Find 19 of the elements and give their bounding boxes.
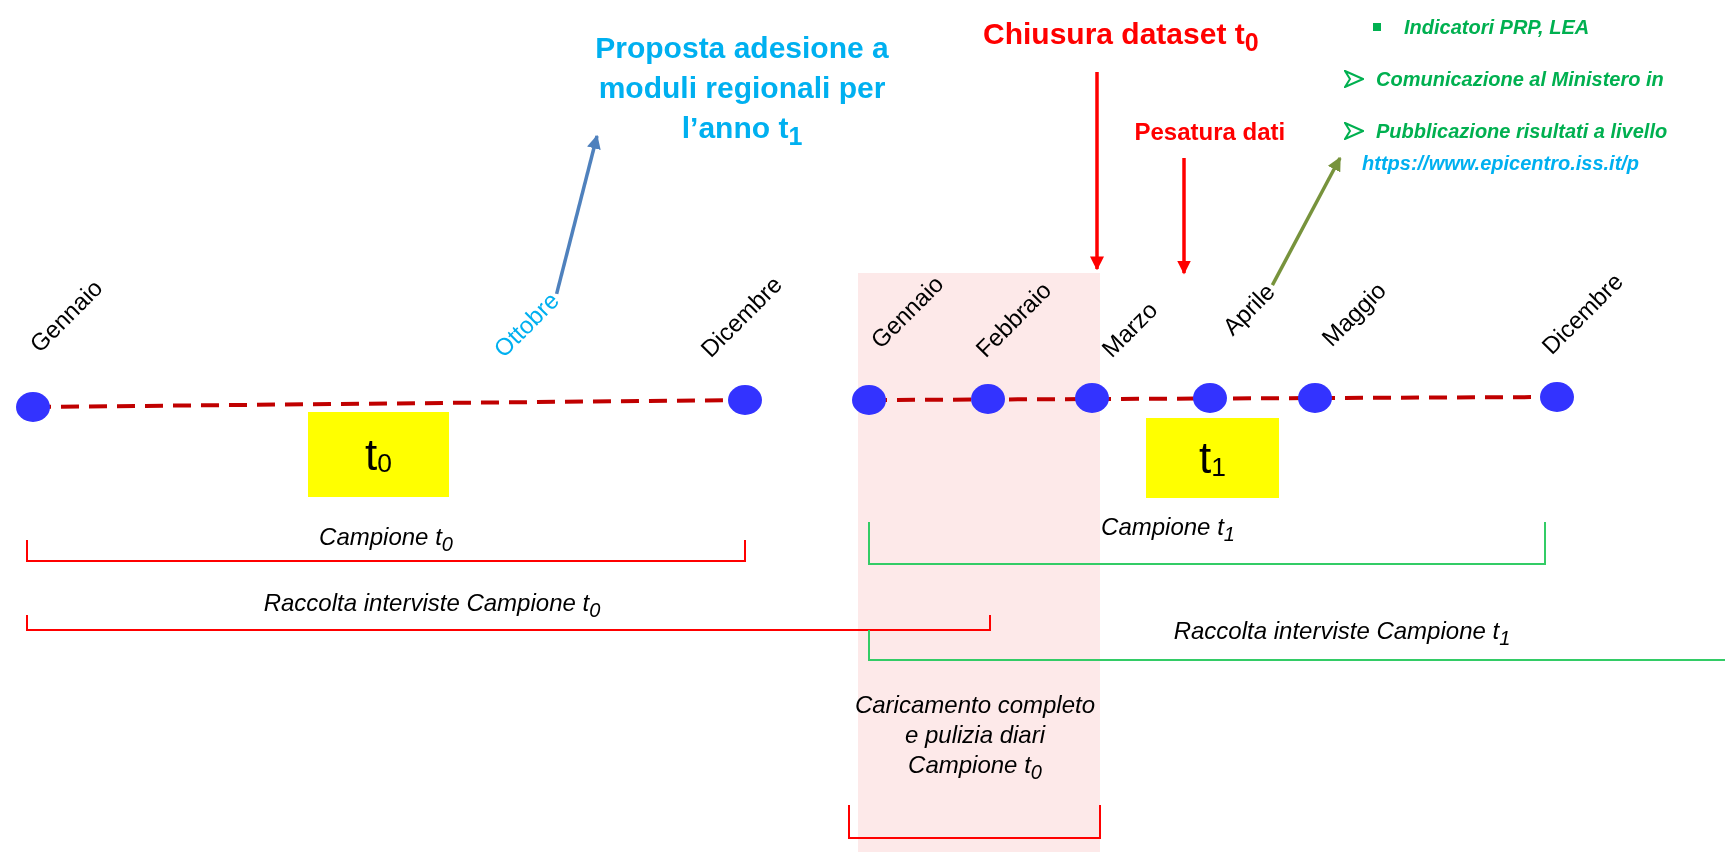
- bullet-text: Comunicazione al Ministero in: [1376, 67, 1664, 91]
- note-text: Caricamento completo e pulizia diari Campione t$_{0}$: [853, 690, 1097, 785]
- bullet-text: Pubblicazione risultati a livello: [1376, 119, 1668, 143]
- annotation-text: Pesatura dati: [1134, 116, 1286, 148]
- period-box: t$_{0}$: [308, 412, 449, 497]
- period-label: Campione t$_{1}$: [1100, 512, 1236, 547]
- period-label: Campione t$_{0}$: [318, 522, 454, 557]
- period-label: Raccolta interviste Campione t$_{0}$: [262, 588, 602, 623]
- period-box: t$_{1}$: [1146, 418, 1279, 498]
- annotation-text: Chiusura dataset t$_{0}$: [983, 14, 1259, 62]
- link-text: https://www.epicentro.iss.it/p: [1362, 151, 1640, 175]
- arrow: [554, 134, 601, 295]
- highlight-band: [858, 273, 1100, 852]
- arrow: [1270, 156, 1342, 286]
- bullet-text: Indicatori PRP, LEA: [1404, 15, 1590, 39]
- period-label: Raccolta interviste Campione t$_{1}$: [1172, 616, 1512, 651]
- annotation-text: Proposta adesione a moduli regionali per l’anno t$_{1}$: [577, 28, 907, 156]
- arrow: [1177, 158, 1191, 275]
- arrow: [1090, 72, 1104, 271]
